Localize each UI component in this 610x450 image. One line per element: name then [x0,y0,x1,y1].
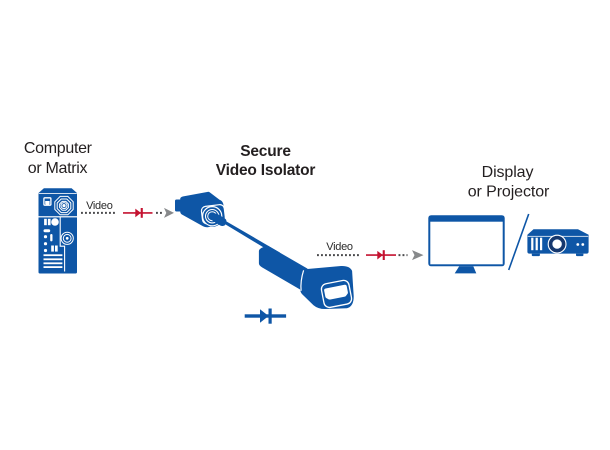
svg-text:Video Isolator: Video Isolator [216,162,316,179]
svg-text:Display: Display [482,164,534,181]
svg-text:Computer: Computer [24,140,93,157]
svg-text:Video: Video [326,241,353,253]
svg-text:or Projector: or Projector [468,184,550,201]
svg-text:Secure: Secure [240,143,291,160]
svg-text:or Matrix: or Matrix [28,160,88,177]
svg-text:Video: Video [86,200,113,212]
